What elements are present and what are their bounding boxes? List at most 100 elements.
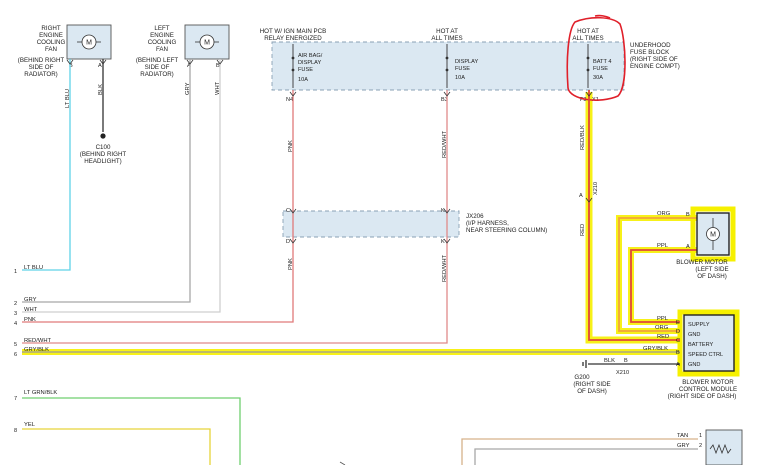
label-lt-blu-v: LT BLU xyxy=(65,89,71,108)
fuse-airbag-label-2: FUSE xyxy=(298,67,313,73)
ground-g200-label-0: G200 xyxy=(574,374,590,381)
hot-all-times-1-label-1: ALL TIMES xyxy=(431,35,462,42)
left-fan-label-4: (BEHIND LEFT xyxy=(136,57,179,64)
red-annotation-circle xyxy=(566,14,626,101)
highlight-module-box xyxy=(677,309,740,377)
hot-all-times-1-label-0: HOT AT xyxy=(436,28,458,35)
jx206-label-2: NEAR STEERING COLUMN) xyxy=(466,227,547,234)
right-fan-label-5: SIDE OF xyxy=(29,64,54,71)
module-letter-d: D xyxy=(676,329,680,335)
wire-lt-blu xyxy=(22,59,71,271)
blower-motor: M B A BLOWER MOTOR (LEFT SIDE OF DASH) xyxy=(676,212,730,280)
fuse-airbag: AIR BAG/ DISPLAY FUSE 10A xyxy=(291,44,323,88)
label-pnk-v1: PNK xyxy=(288,140,294,152)
right-fan-label-4: (BEHIND RIGHT xyxy=(18,57,65,64)
bottom-right-pin-2: 2 xyxy=(699,443,702,449)
module-label-0: BLOWER MOTOR xyxy=(682,379,734,386)
wire-ppl xyxy=(630,249,697,323)
module-pin-supply: SUPPLY xyxy=(688,322,710,328)
pin-f3: F3 xyxy=(580,97,587,103)
ground-c100-label-2: HEADLIGHT) xyxy=(84,158,121,165)
jx206-box xyxy=(282,210,460,238)
left-fan: M LEFT ENGINE COOLING FAN (BEHIND LEFT S… xyxy=(136,24,230,78)
blower-motor-label-1: (LEFT SIDE xyxy=(695,266,728,273)
jx206-pin-c: C xyxy=(286,208,290,214)
bottom-right-component: 1 2 xyxy=(699,429,743,465)
wire-tan xyxy=(461,438,698,465)
module-pin-gnd-1: GND xyxy=(688,332,700,338)
right-fan-label-2: COOLING xyxy=(37,39,66,46)
left-fan-label-0: LEFT xyxy=(154,25,169,32)
jx206-pin-d: D xyxy=(286,239,290,245)
resistor-icon xyxy=(709,443,732,455)
fuse-block-box xyxy=(271,41,625,91)
row-number-3: 3 xyxy=(14,311,17,317)
label-row-pnk: PNK xyxy=(24,317,36,323)
label-row-gry: GRY xyxy=(24,297,37,303)
x210-pin-a: A xyxy=(579,193,583,199)
label-row-red-wht: RED/WHT xyxy=(24,338,52,344)
wire-pnk xyxy=(22,90,294,323)
left-row-numbers: 1 2 3 4 5 6 7 8 xyxy=(14,269,17,434)
fuse-airbag-label-1: DISPLAY xyxy=(298,60,321,66)
relay-label-1: RELAY ENERGIZED xyxy=(264,35,322,42)
left-fan-label-2: COOLING xyxy=(148,39,177,46)
jx206-connector: JX206 (I/P HARNESS, NEAR STEERING COLUMN… xyxy=(286,208,547,245)
jx206-label-0: JX206 xyxy=(466,213,484,220)
module-letter-c: C xyxy=(676,338,680,344)
ground-split-x210: X210 xyxy=(616,370,629,376)
right-fan-label-3: FAN xyxy=(45,46,57,53)
label-wht-v: WHT xyxy=(215,81,221,95)
right-fan-motor-letter: M xyxy=(86,40,92,47)
right-fan-label-1: ENGINE xyxy=(39,32,63,39)
ground-g200-label-2: OF DASH) xyxy=(577,388,607,395)
wire-red-wht xyxy=(22,90,448,344)
left-fan-label-5: SIDE OF xyxy=(145,64,170,71)
highlight-blower-box xyxy=(690,206,736,262)
label-ppl-blower: PPL xyxy=(657,243,669,249)
row-number-5: 5 xyxy=(14,342,17,348)
fuse-airbag-label-0: AIR BAG/ xyxy=(298,53,323,59)
right-fan-pin-b: B xyxy=(69,63,73,69)
fuse-block-label-2: (RIGHT SIDE OF xyxy=(630,56,678,63)
module-pin-gnd-2: GND xyxy=(688,362,700,368)
fuse-batt4-label-2: 30A xyxy=(593,75,603,81)
ground-c100-icon xyxy=(100,133,106,139)
row-number-8: 8 xyxy=(14,428,17,434)
label-gry-v: GRY xyxy=(185,82,191,95)
fuse-batt4-label-0: BATT 4 xyxy=(593,59,611,65)
right-fan-label-6: RADIATOR) xyxy=(24,71,57,78)
blower-motor-letter: M xyxy=(710,232,716,239)
ground-split-pin-b: B xyxy=(624,358,628,364)
left-fan-pin-b: B xyxy=(216,63,220,69)
module-label-2: (RIGHT SIDE OF DASH) xyxy=(668,393,737,400)
blower-control-module: SUPPLY GND BATTERY SPEED CTRL GND E D C … xyxy=(668,314,737,400)
label-red-wht-v1: RED/WHT xyxy=(442,130,448,158)
blower-pin-a: A xyxy=(686,244,690,250)
wire-gry-lower xyxy=(474,448,698,465)
fuse-display-label-2: 10A xyxy=(455,75,465,81)
fuse-airbag-label-3: 10A xyxy=(298,77,308,83)
blower-motor-icon xyxy=(706,227,720,241)
hot-all-times-2-label-0: HOT AT xyxy=(577,28,599,35)
fuse-block-label-0: UNDERHOOD xyxy=(630,42,671,49)
blower-pin-b: B xyxy=(686,212,690,218)
fuse-batt4-label-1: FUSE xyxy=(593,66,608,72)
right-fan-pin-a: A xyxy=(98,63,102,69)
ground-g200-label-1: (RIGHT SIDE xyxy=(573,381,610,388)
label-red-wht-v2: RED/WHT xyxy=(442,254,448,282)
bottom-right-pin-1: 1 xyxy=(699,433,702,439)
row-number-1: 1 xyxy=(14,269,17,275)
label-gry-blk-mod: GRY/BLK xyxy=(643,346,668,352)
label-gry-lower: GRY xyxy=(677,443,690,449)
connector-ticks xyxy=(66,59,593,244)
label-red-blk-v: RED/BLK xyxy=(580,125,586,150)
module-box xyxy=(683,314,735,372)
label-row-gry-blk: GRY/BLK xyxy=(24,347,49,353)
left-fan-label-3: FAN xyxy=(156,46,168,53)
wire-red-blk xyxy=(588,90,680,341)
hot-all-times-2-label-1: ALL TIMES xyxy=(572,35,603,42)
label-pnk-v2: PNK xyxy=(288,258,294,270)
fuse-display-label-1: FUSE xyxy=(455,66,470,72)
